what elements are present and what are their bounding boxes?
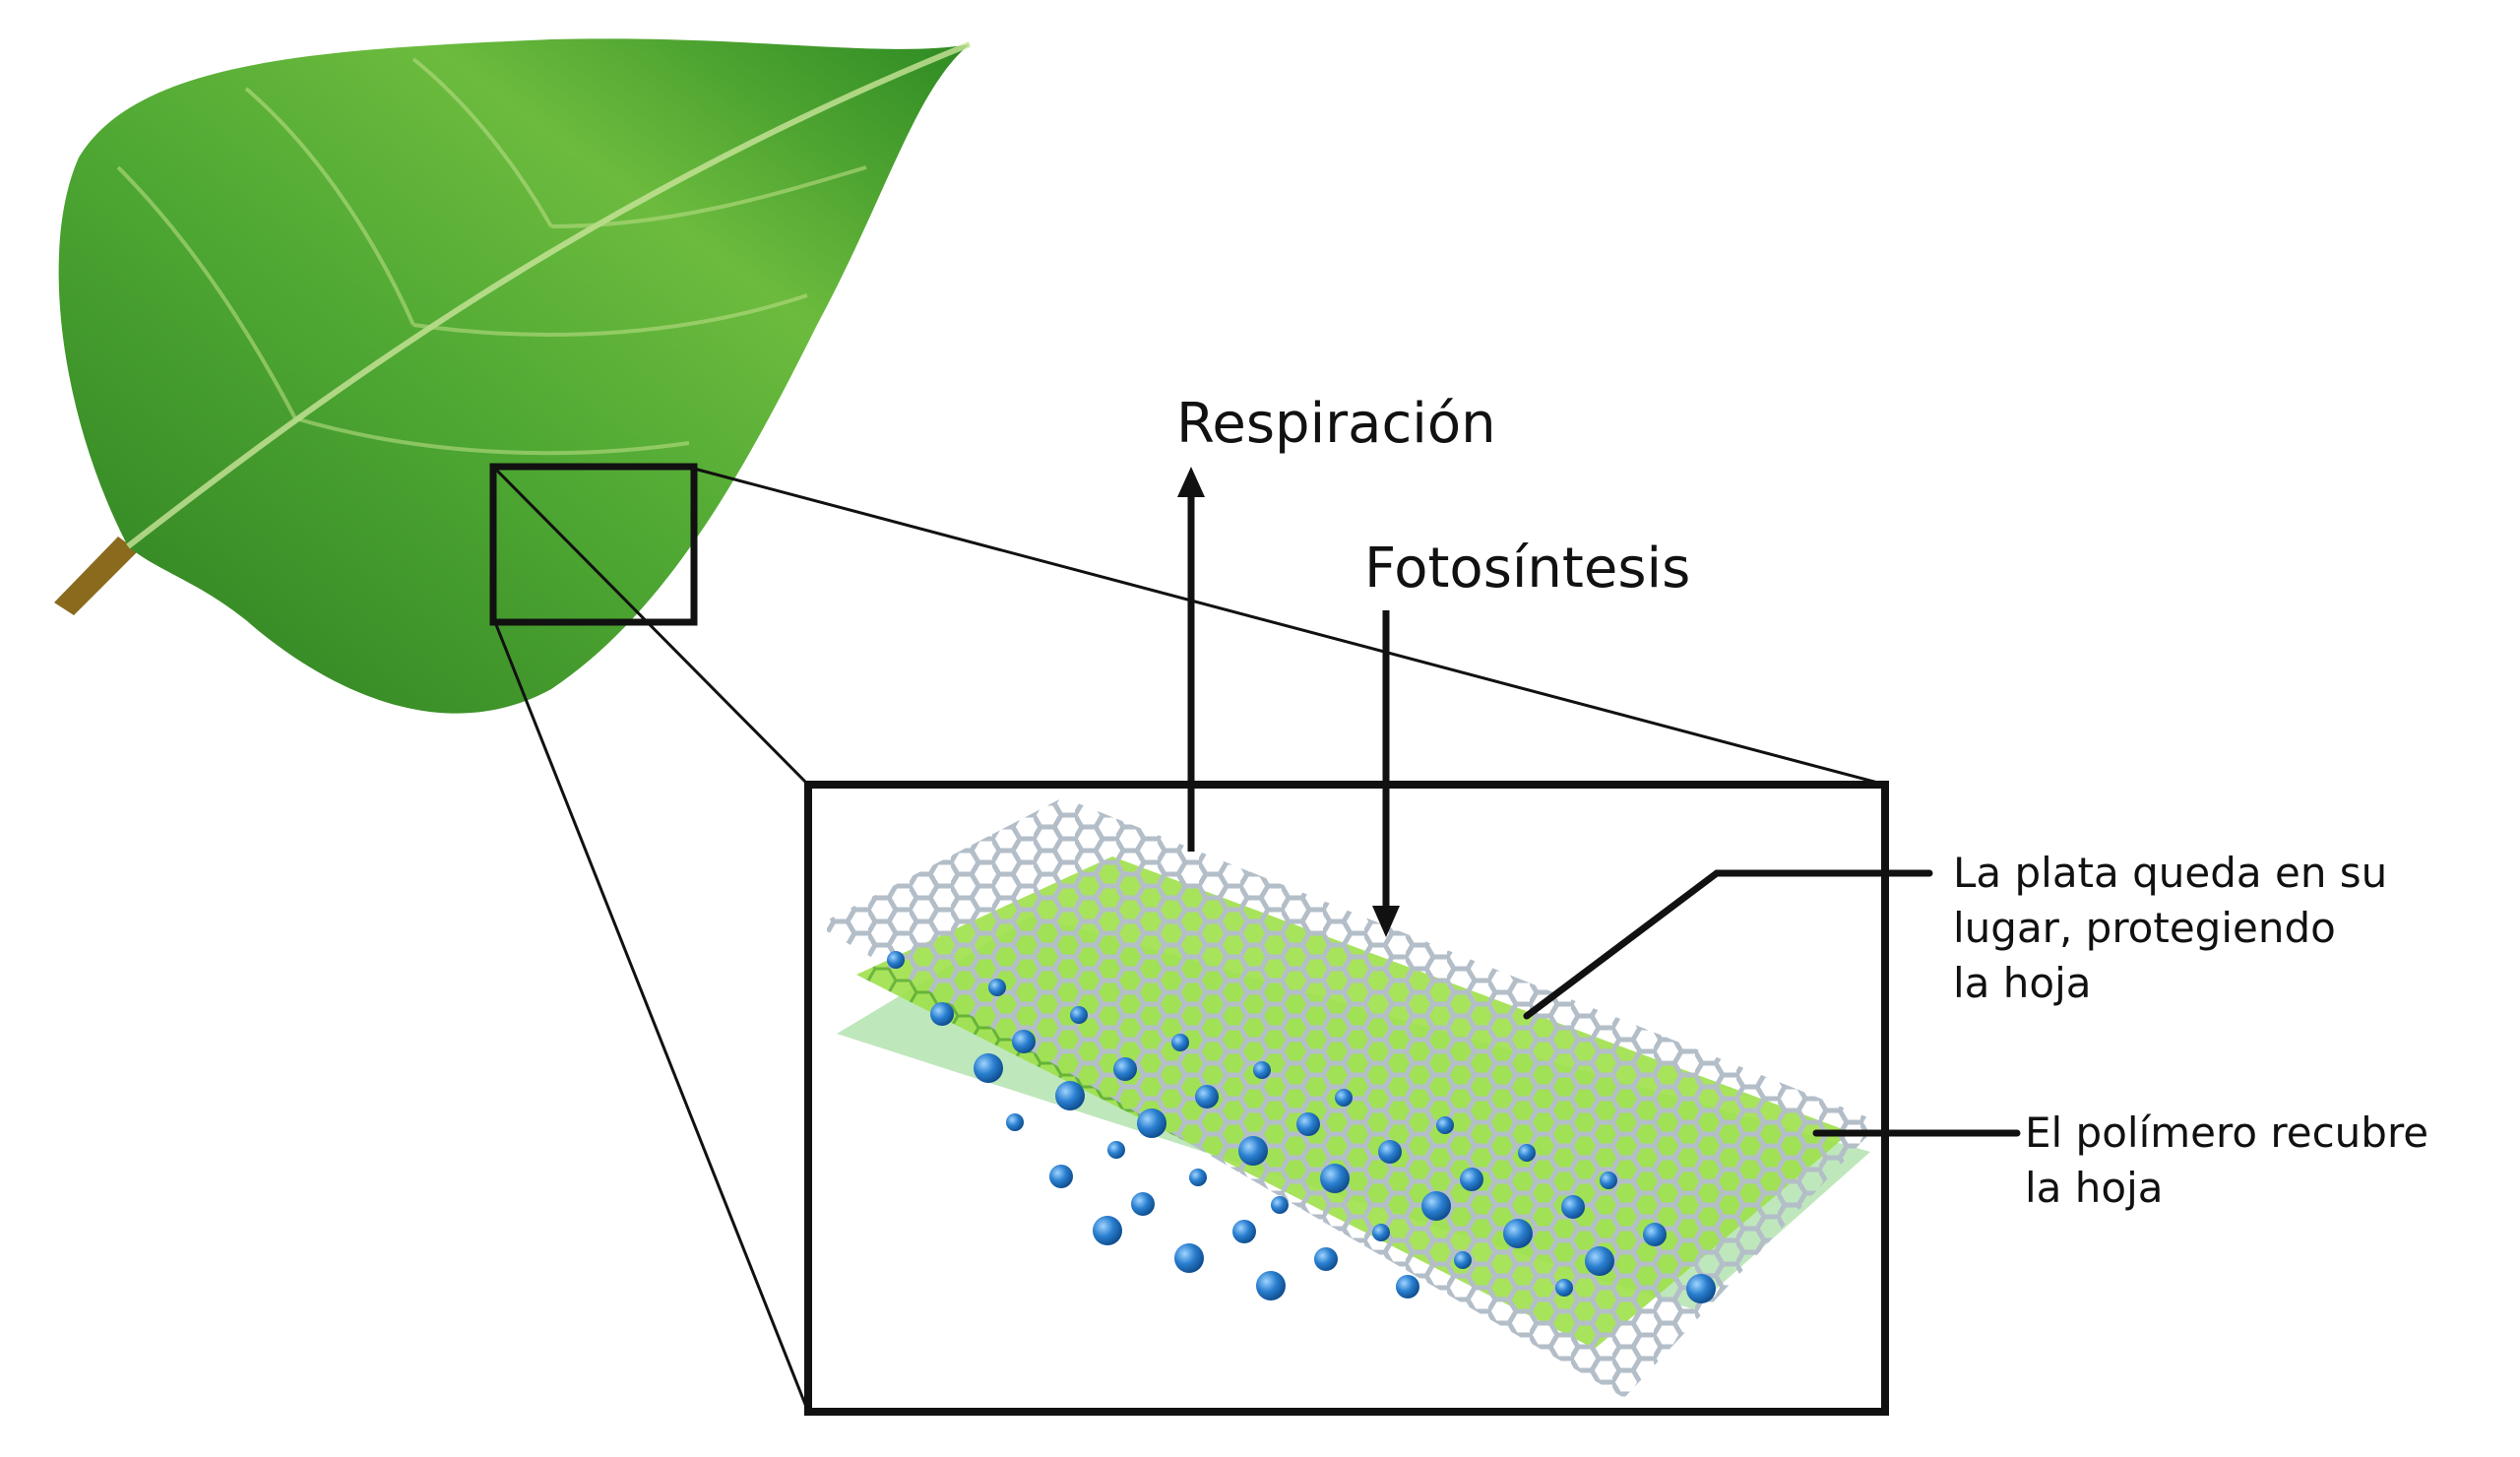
silver-particle: [1012, 1030, 1036, 1053]
respiration-label: Respiración: [1176, 392, 1496, 456]
zoom-line-bottom: [493, 621, 810, 1413]
silver-particle: [1555, 1279, 1573, 1297]
silver-particles: [887, 951, 1716, 1303]
silver-particle: [887, 951, 905, 969]
leaf-illustration: [54, 38, 972, 714]
silver-particle: [930, 1002, 954, 1026]
silver-particle: [1643, 1223, 1667, 1246]
silver-particle: [1271, 1196, 1289, 1214]
silver-particle: [1372, 1224, 1390, 1241]
arrow-up-icon: [1177, 467, 1205, 497]
silver-particle: [1503, 1219, 1533, 1248]
silver-particle: [1070, 1006, 1088, 1024]
silver-particle: [1686, 1274, 1716, 1303]
silver-particle: [1093, 1216, 1122, 1245]
respiration-arrow: [1177, 467, 1205, 852]
silver-particle: [1320, 1164, 1350, 1193]
silver-particle: [1436, 1116, 1454, 1134]
silver-particle: [1113, 1057, 1137, 1081]
silver-callout-line-2: lugar, protegiendo: [1953, 904, 2336, 952]
silver-particle: [1238, 1136, 1268, 1166]
silver-particle: [1049, 1165, 1073, 1188]
silver-particle: [1600, 1172, 1617, 1189]
silver-particle: [1296, 1112, 1320, 1136]
leaf-midrib: [126, 41, 972, 549]
arrow-down-icon: [1372, 906, 1400, 937]
nanostructure-illustration: [817, 797, 1880, 1398]
silver-particle: [1006, 1113, 1024, 1131]
photosynthesis-label: Fotosíntesis: [1364, 537, 1691, 601]
silver-particle: [1232, 1220, 1256, 1243]
polymer-callout-line-2: la hoja: [2025, 1164, 2164, 1212]
polymer-callout: El polímero recubre la hoja: [2025, 1106, 2428, 1216]
silver-particle: [1171, 1034, 1189, 1051]
silver-particle: [1518, 1144, 1536, 1162]
silver-particle: [988, 979, 1006, 996]
silver-particle: [1256, 1271, 1286, 1300]
silver-particle: [1421, 1191, 1451, 1221]
silver-particle: [1585, 1246, 1614, 1276]
silver-particle: [1314, 1247, 1338, 1271]
silver-callout: La plata queda en su lugar, protegiendo …: [1953, 846, 2387, 1011]
zoom-line-top: [693, 467, 1886, 787]
photosynthesis-arrow: [1372, 610, 1400, 937]
silver-particle: [1460, 1168, 1483, 1191]
silver-particle: [1189, 1169, 1207, 1186]
leaf-blade: [58, 38, 970, 714]
leaf-stem: [54, 537, 138, 615]
zoom-indicator: [489, 463, 1886, 1413]
silver-particle: [1378, 1140, 1402, 1164]
silver-particle: [1131, 1192, 1155, 1216]
silver-particle: [1137, 1109, 1166, 1138]
silver-callout-line-1: La plata queda en su: [1953, 849, 2388, 897]
silver-particle: [1055, 1081, 1085, 1110]
silver-callout-line-3: la hoja: [1953, 959, 2092, 1007]
zoom-source-box: [489, 463, 698, 626]
zoom-line-middle: [493, 467, 810, 787]
magnified-box: [804, 781, 1889, 1416]
silver-particle: [1561, 1195, 1585, 1219]
leaf-veins: [116, 57, 867, 456]
silver-particle: [1396, 1275, 1419, 1299]
silver-particle: [1195, 1085, 1219, 1109]
silver-particle: [1107, 1141, 1125, 1159]
silver-particle: [1454, 1251, 1472, 1269]
silver-particle: [1174, 1243, 1204, 1273]
silver-particle: [1335, 1089, 1353, 1107]
silver-particle: [1253, 1061, 1271, 1079]
silver-particle: [974, 1053, 1003, 1083]
polymer-callout-line-1: El polímero recubre: [2025, 1109, 2429, 1157]
silver-callout-line: [1523, 869, 1933, 1020]
